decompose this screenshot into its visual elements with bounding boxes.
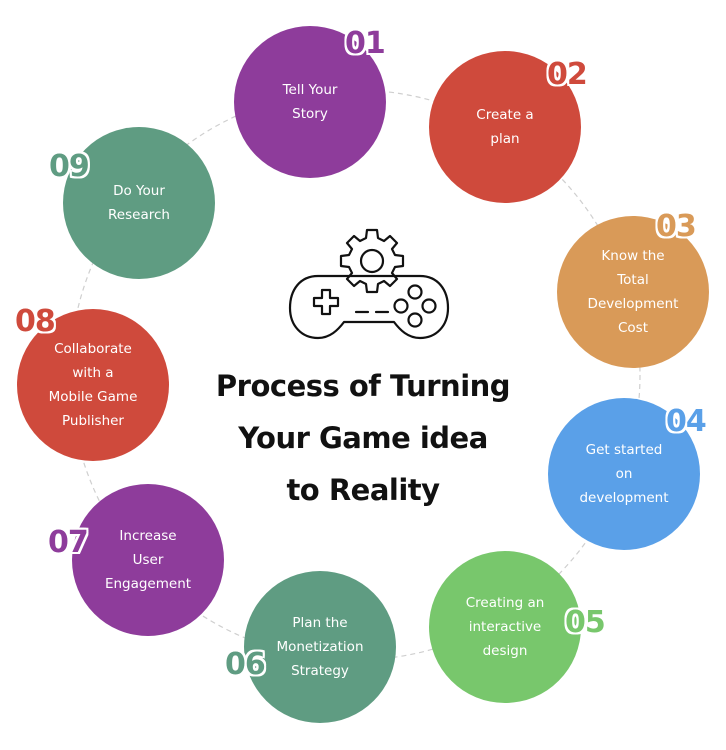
step-02-label: Create a plan <box>476 107 534 147</box>
diagram-title: Process of Turning Your Game idea to Rea… <box>215 369 511 507</box>
step-05-number: 05 <box>565 605 606 640</box>
step-06-circle: Plan the Monetization Strategy <box>244 571 396 723</box>
step-08-label: Collaborate with a Mobile Game Publisher <box>48 341 138 429</box>
step-01-number: 01 <box>345 26 386 61</box>
step-06-number: 06 <box>225 647 266 682</box>
step-09-circle: Do Your Research <box>63 127 215 279</box>
step-04-label: Get started on development <box>579 442 669 506</box>
step-07-number: 07 <box>48 525 89 560</box>
step-05-circle: Creating an interactive design <box>429 551 581 703</box>
game-controller-gear-icon <box>288 228 450 340</box>
step-09-label: Do Your Research <box>108 183 170 223</box>
step-04-number: 04 <box>666 404 707 439</box>
step-01-label: Tell Your Story <box>282 82 338 122</box>
step-02-number: 02 <box>547 57 588 92</box>
step-09-number: 09 <box>49 149 90 184</box>
step-04-circle: Get started on development <box>548 398 700 550</box>
step-03-label: Know the Total Development Cost <box>587 248 679 336</box>
step-08-circle: Collaborate with a Mobile Game Publisher <box>17 309 169 461</box>
step-02-circle: Create a plan <box>429 51 581 203</box>
step-07-label: Increase User Engagement <box>104 528 192 592</box>
step-06-label: Plan the Monetization Strategy <box>276 615 364 679</box>
step-05-label: Creating an interactive design <box>465 595 545 659</box>
step-01-circle: Tell Your Story <box>234 26 386 178</box>
step-08-number: 08 <box>15 304 56 339</box>
step-03-circle: Know the Total Development Cost <box>557 216 709 368</box>
step-03-number: 03 <box>656 209 697 244</box>
step-07-circle: Increase User Engagement <box>72 484 224 636</box>
